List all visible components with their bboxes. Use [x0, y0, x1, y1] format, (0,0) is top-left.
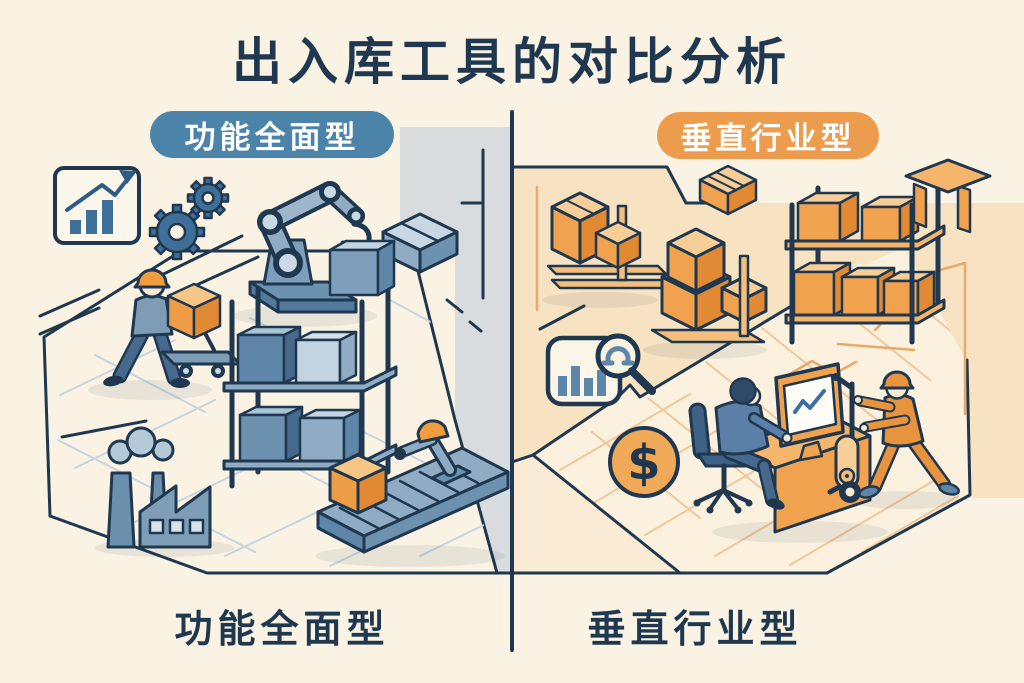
- warehouse-worker: [853, 370, 960, 499]
- conveyor-box: [328, 453, 388, 515]
- person-hair: [729, 377, 757, 405]
- page-title: 出入库工具的对比分析: [232, 33, 792, 91]
- right-category-badge: 垂直行业型: [657, 112, 879, 159]
- side-table: [904, 158, 992, 234]
- magnifier-handle: [628, 367, 656, 395]
- hard-hat: [133, 268, 171, 289]
- storage-rack-left: [222, 239, 398, 489]
- left-scene: [38, 127, 512, 575]
- conveyor-robot: [394, 419, 472, 486]
- chart-magnifier-icon: [545, 333, 656, 407]
- magnifier-lens: [595, 333, 641, 379]
- cart: [160, 350, 242, 366]
- package-box-small: [698, 164, 758, 216]
- cart-box: [166, 282, 222, 340]
- right-floor-wedge: [512, 455, 680, 573]
- gears-icon: [148, 176, 230, 261]
- left-category-badge: 功能全面型: [150, 111, 394, 158]
- pallet-boxes-center: [650, 227, 768, 344]
- worker-pushing-cart: [103, 268, 242, 388]
- conveyor-belt: [316, 419, 510, 554]
- right-caption: 垂直行业型: [587, 607, 803, 651]
- monitor: [774, 362, 845, 462]
- center-divider: [510, 110, 514, 652]
- storage-rack-right: [784, 185, 946, 345]
- left-caption: 功能全面型: [174, 607, 390, 651]
- right-scene: $: [495, 158, 1024, 575]
- factory: [106, 426, 212, 549]
- person-at-computer: [688, 362, 872, 534]
- hand-truck: [827, 373, 861, 503]
- pallet-boxes-left: [546, 191, 672, 290]
- dollar-coin: $: [608, 426, 680, 498]
- growth-chart-icon: [53, 166, 141, 245]
- hard-hat: [879, 370, 915, 390]
- dollar-symbol: $: [627, 435, 660, 491]
